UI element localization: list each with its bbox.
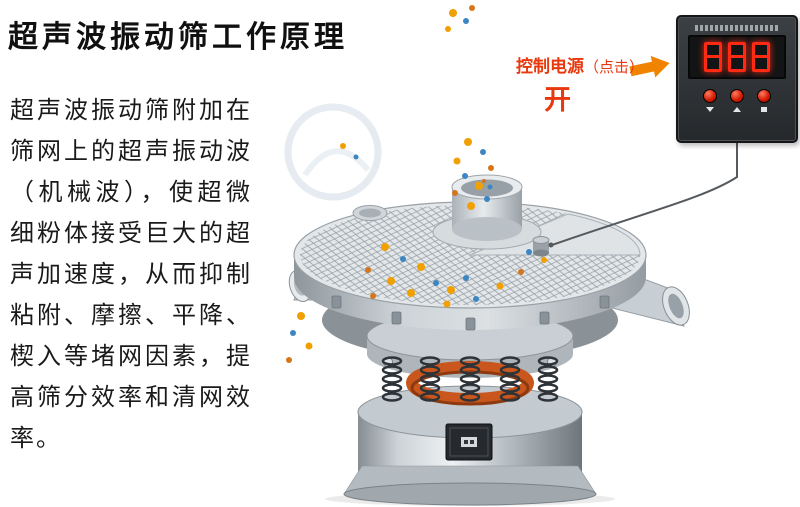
- controller-box[interactable]: [676, 15, 798, 143]
- power-cable: [548, 142, 738, 248]
- ultrasonic-probe: [532, 236, 550, 257]
- controller-button-up[interactable]: [730, 89, 744, 103]
- controller-button-down[interactable]: [703, 89, 717, 103]
- arrow-head: [650, 52, 672, 78]
- motor-plate: [445, 423, 493, 461]
- base-drum: [343, 385, 597, 506]
- controller-display: [688, 35, 786, 79]
- watermark: [284, 103, 382, 201]
- controller-label-strip: [694, 25, 780, 31]
- feed-inlet: [432, 174, 542, 250]
- sieve-deck: [293, 174, 647, 331]
- set-mark-icon: [761, 107, 767, 112]
- particles: [286, 5, 547, 363]
- controller-buttons: [678, 89, 796, 112]
- page-title: 超声波振动筛工作原理: [8, 21, 348, 54]
- power-callout: 控制电源（点击） 开: [516, 52, 644, 117]
- deck-side-port: [352, 205, 388, 221]
- controller-button-set[interactable]: [757, 89, 771, 103]
- callout-label: 控制电源: [516, 57, 584, 76]
- led-digit: [728, 42, 746, 72]
- down-arrow-icon: [706, 107, 714, 112]
- up-arrow-icon: [733, 107, 741, 112]
- rim-clamps: [331, 295, 610, 331]
- led-digit: [704, 42, 722, 72]
- callout-switch: 开: [544, 85, 571, 115]
- callout-action[interactable]: （点击）: [584, 59, 645, 76]
- description-text: 超声波振动筛附加在筛网上的超声振动波（机械波），使超微细粉体接受巨大的超声加速度…: [10, 97, 252, 452]
- led-digit: [752, 42, 770, 72]
